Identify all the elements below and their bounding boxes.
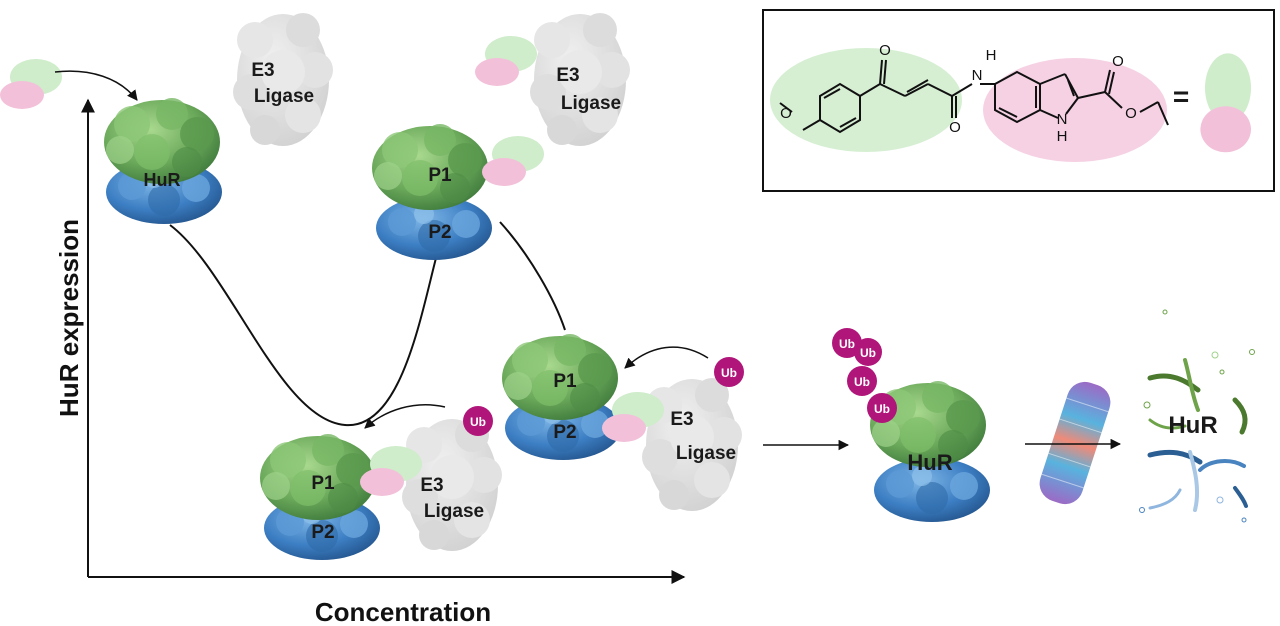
e3-ligase-top-center: E3 Ligase [475, 13, 630, 146]
atom-label: O [1125, 105, 1137, 122]
degrader-structure-box: O O O N H N H O O = [762, 9, 1275, 192]
e3-label-line1: E3 [670, 409, 693, 430]
hur-degrader-binary-top: P1 P2 [372, 124, 544, 260]
atom-label: O [1112, 53, 1124, 70]
e3-label-line2: Ligase [676, 443, 736, 464]
p2-label: P2 [428, 222, 451, 243]
ubiquitinated-hur: HuR Ub Ub Ub Ub [832, 328, 990, 522]
p1-label: P1 [311, 473, 335, 494]
svg-text:Ub: Ub [470, 415, 486, 429]
ternary-complex-right: P1 P2 E3 Ligase Ub [502, 334, 744, 511]
svg-text:Ub: Ub [721, 366, 737, 380]
hook-effect-curve [169, 224, 437, 427]
atom-label: N [972, 67, 983, 84]
x-axis-label: Concentration [315, 597, 491, 626]
hur-label: HuR [907, 450, 952, 475]
binding-arrow [54, 70, 138, 101]
ub-transfer-arrow [364, 404, 446, 429]
hook-curve-rising [499, 221, 566, 331]
polyubiquitin-chain: Ub Ub Ub Ub [832, 328, 897, 423]
degrader-symbol [1200, 53, 1251, 153]
e3-label-line1: E3 [420, 475, 443, 496]
p1-label: P1 [553, 371, 577, 392]
atom-label: O [879, 42, 891, 59]
atom-label: N [1057, 111, 1068, 128]
proteasome [1039, 381, 1111, 505]
hur-protein-top: HuR [104, 98, 222, 224]
e3-label-line2: Ligase [561, 93, 621, 114]
hur-label-top: HuR [144, 170, 181, 190]
atom-label: O [949, 119, 961, 136]
e3-label-line1: E3 [556, 65, 579, 86]
p2-label: P2 [553, 422, 576, 443]
ubiquitin-bead: Ub [714, 357, 744, 387]
ligand-highlight [983, 58, 1167, 162]
ternary-complex-bottom: P1 P2 E3 Ligase Ub [260, 404, 502, 560]
degraded-hur-fragments [1139, 309, 1255, 523]
free-degrader [0, 59, 62, 109]
ubiquitin-bead: Ub [463, 406, 493, 436]
svg-text:Ub: Ub [874, 402, 890, 416]
p1-label: P1 [428, 165, 452, 186]
equals-sign: = [1173, 81, 1189, 112]
chemical-structure [779, 59, 1169, 134]
atom-label: H [1057, 128, 1068, 145]
svg-text:Ub: Ub [854, 375, 870, 389]
ub-transfer-arrow [624, 346, 709, 369]
svg-text:Ub: Ub [860, 346, 876, 360]
warhead-highlight [770, 48, 962, 152]
p2-label: P2 [311, 522, 334, 543]
chart-axes [81, 98, 686, 584]
atom-label: H [986, 47, 997, 64]
e3-label-line1: E3 [251, 60, 274, 81]
y-axis-label: HuR expression [54, 219, 84, 417]
e3-ligase-top-left: E3 Ligase [233, 13, 333, 146]
e3-label-line2: Ligase [254, 86, 314, 107]
atom-label: O [780, 105, 792, 122]
svg-text:Ub: Ub [839, 337, 855, 351]
degraded-hur-label: HuR [1168, 412, 1217, 439]
e3-label-line2: Ligase [424, 501, 484, 522]
